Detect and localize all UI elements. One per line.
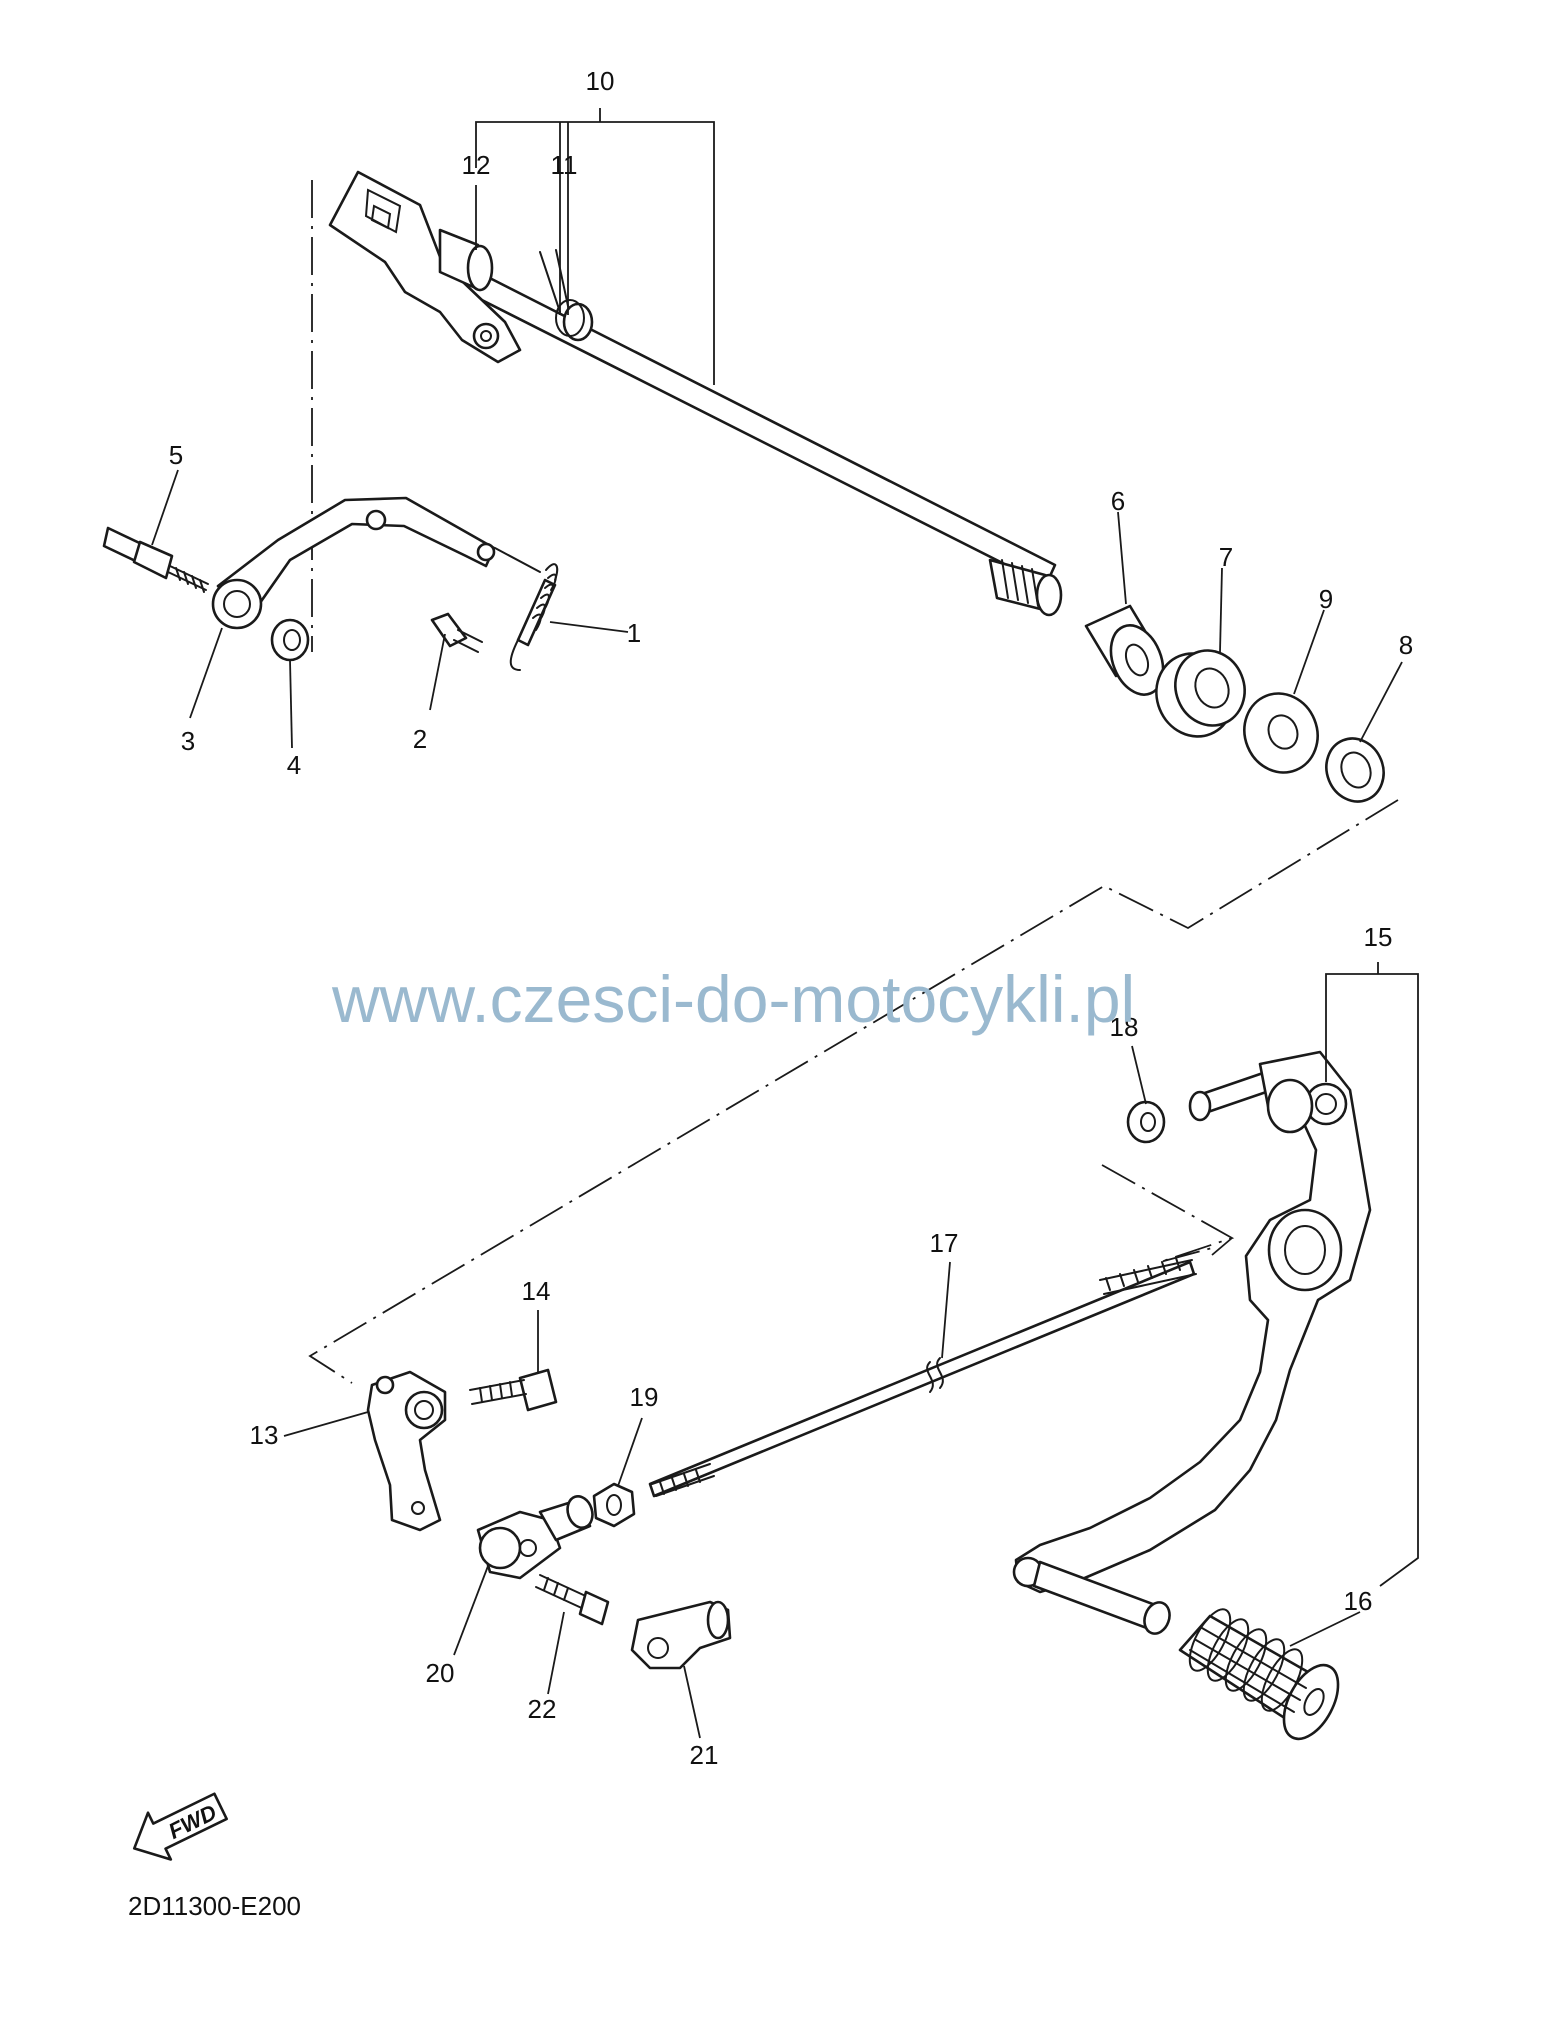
callout-5: 5 (169, 440, 183, 470)
callout-3: 3 (181, 726, 195, 756)
callout-19: 19 (630, 1382, 659, 1412)
assembly-reference-lines (308, 180, 1399, 1384)
callout-13: 13 (250, 1420, 279, 1450)
callout-20: 20 (426, 1658, 455, 1688)
callout-8: 8 (1399, 630, 1413, 660)
callout-6: 6 (1111, 486, 1125, 516)
shaft-seal-group (1084, 604, 1385, 803)
callout-16: 16 (1344, 1586, 1373, 1616)
callout-21: 21 (690, 1740, 719, 1770)
callout-15: 15 (1364, 922, 1393, 952)
fwd-arrow-icon: FWD (132, 1792, 228, 1861)
drawing-code: 2D11300-E200 (128, 1891, 301, 1921)
callout-1: 1 (627, 618, 641, 648)
shift-pedal-group (1012, 1050, 1372, 1741)
callout-14: 14 (522, 1276, 551, 1306)
callout-4: 4 (287, 750, 301, 780)
callout-18: 18 (1110, 1012, 1139, 1042)
callout-2: 2 (413, 724, 427, 754)
callout-10: 10 (586, 66, 615, 96)
watermark-text: www.czesci-do-motocykli.pl (331, 962, 1135, 1036)
callout-12: 12 (462, 150, 491, 180)
shift-rod-group (592, 1257, 1197, 1528)
shift-shaft-assembly (328, 170, 1063, 617)
callout-22: 22 (528, 1694, 557, 1724)
callout-7: 7 (1219, 542, 1233, 572)
stopper-lever-group (102, 496, 559, 671)
callout-17: 17 (930, 1228, 959, 1258)
callout-numbers: 10 12 11 5 6 7 9 8 1 2 3 4 15 18 17 14 1… (169, 66, 1413, 1770)
callout-11: 11 (551, 150, 578, 180)
callout-9: 9 (1319, 584, 1333, 614)
shift-arm-group (366, 1368, 732, 1670)
callout-leaders (151, 108, 1419, 1739)
